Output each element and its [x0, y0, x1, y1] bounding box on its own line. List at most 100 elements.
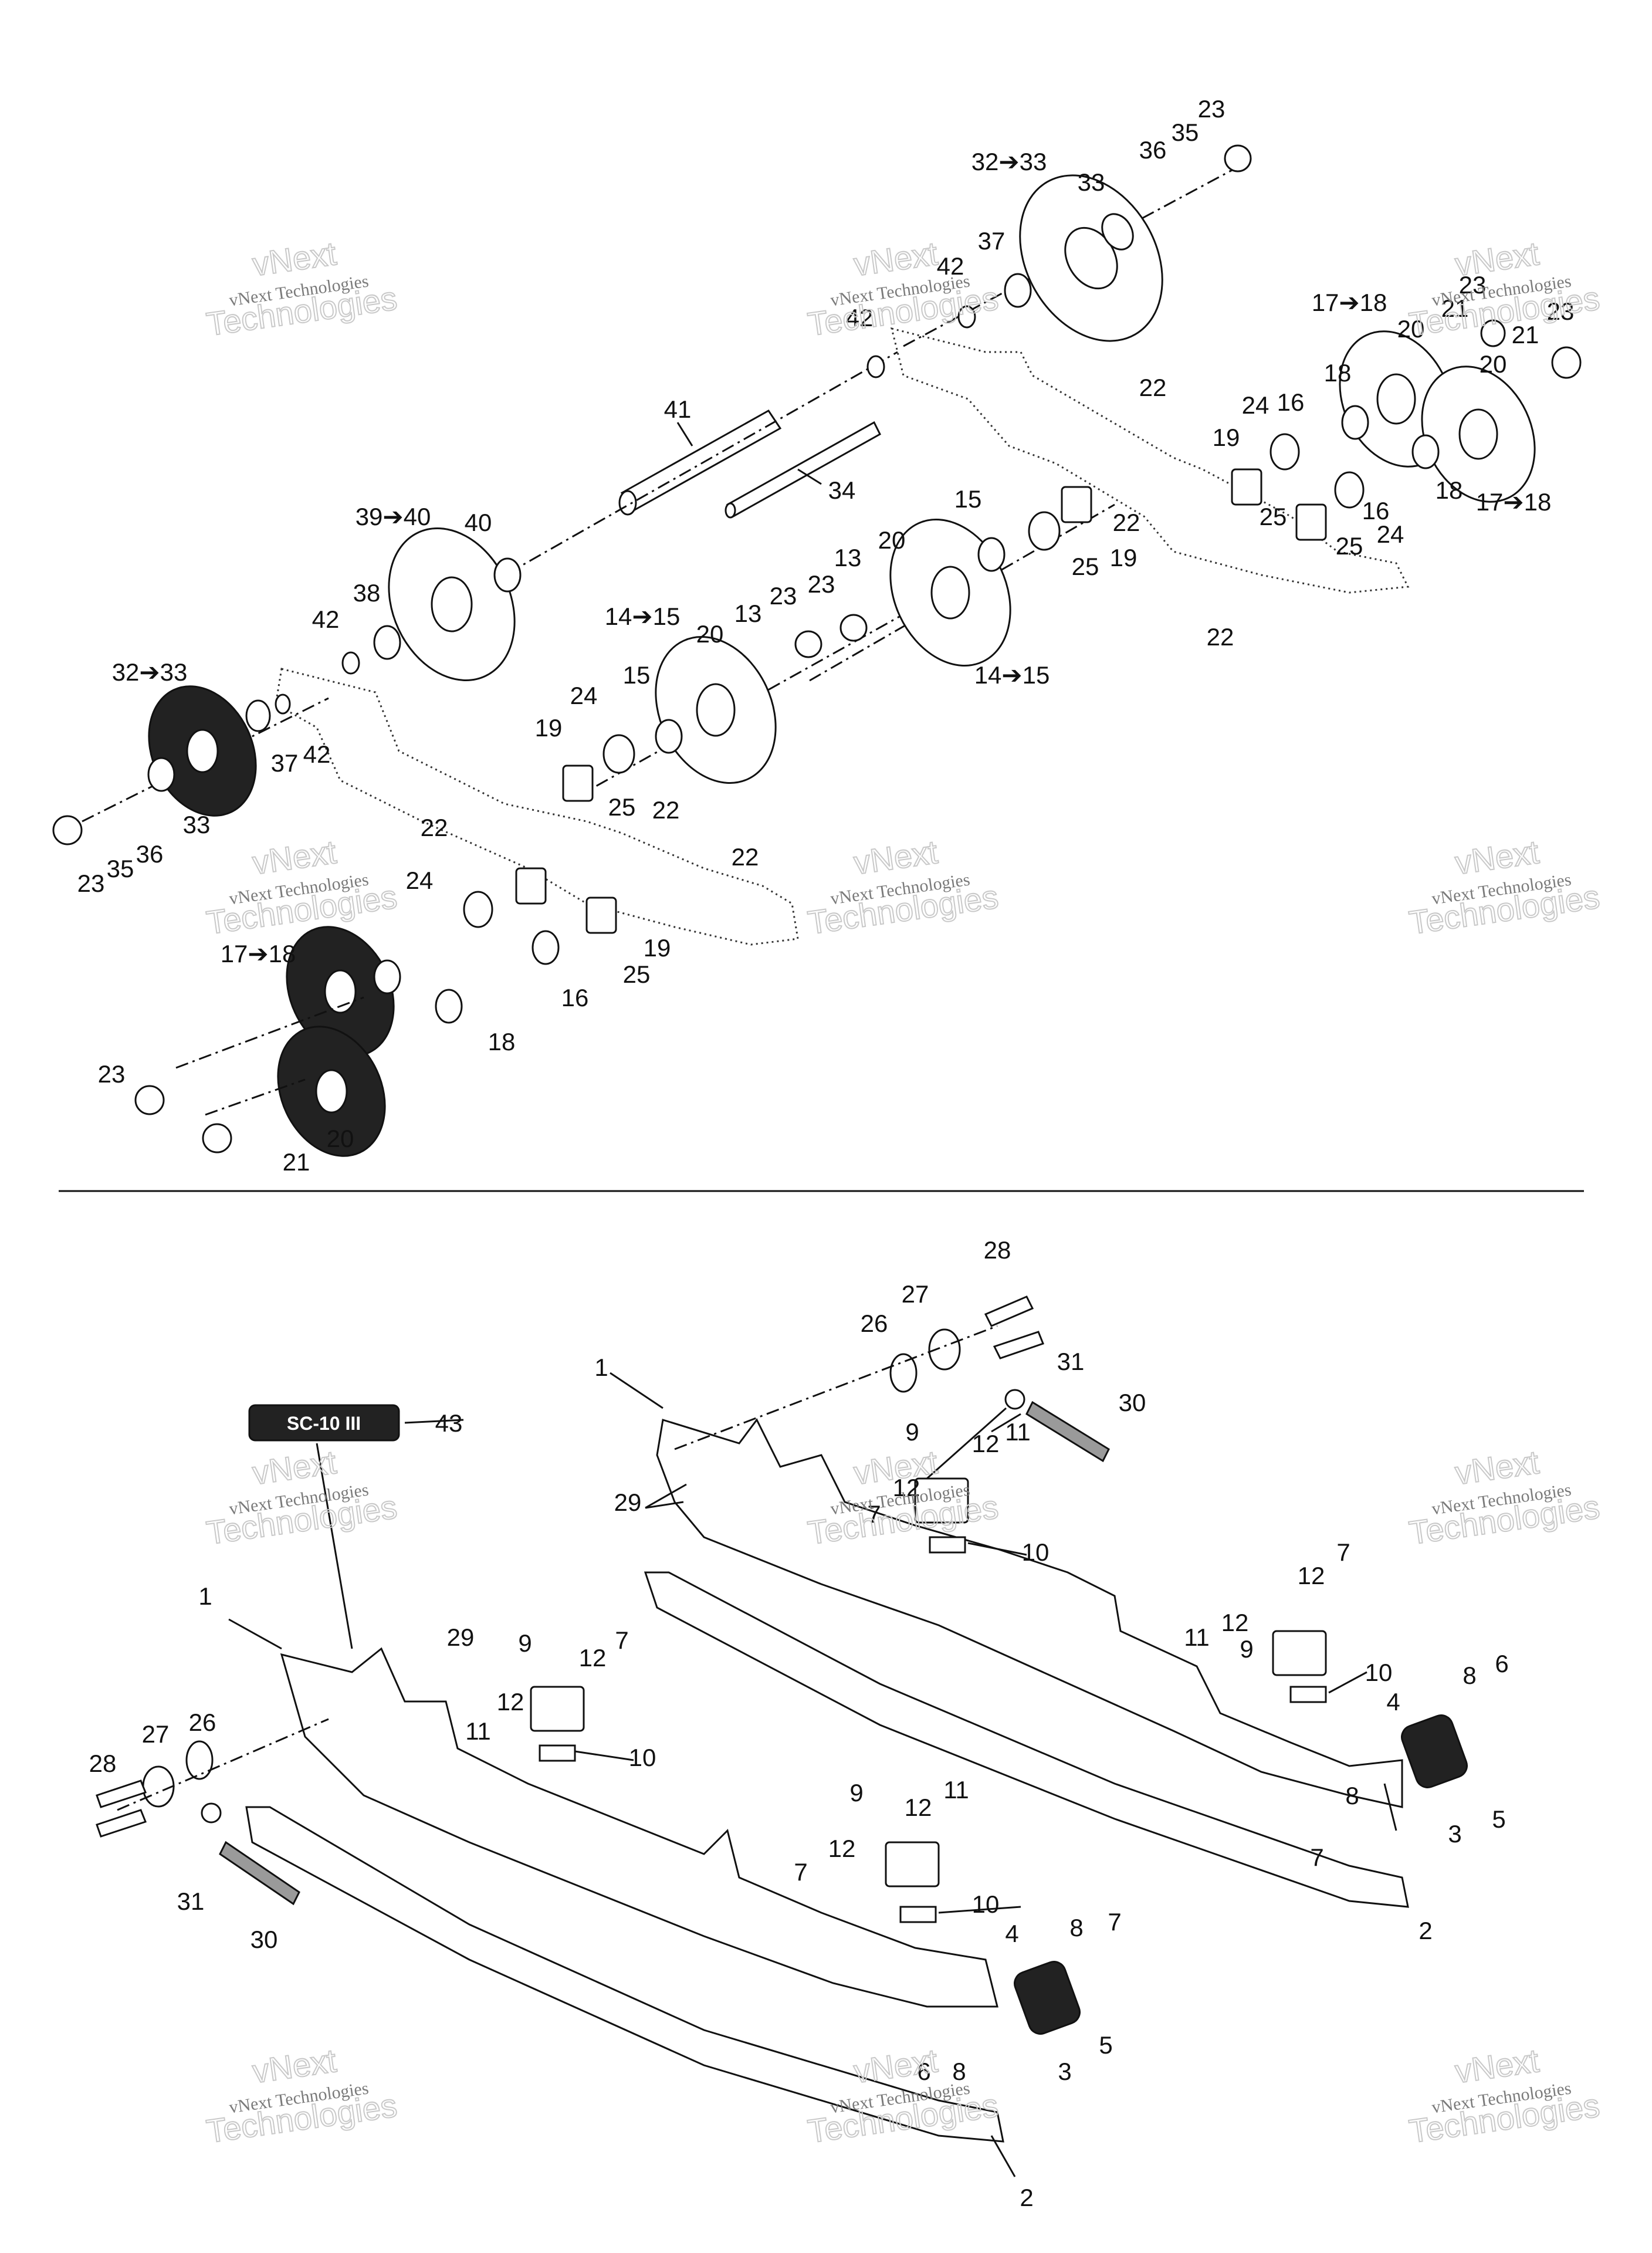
callout: 34: [828, 476, 856, 504]
cap-23-right-b: [1551, 346, 1582, 379]
watermark: vNext vNext Technologies Technologies: [1406, 234, 1602, 343]
callout: 32➔33: [971, 148, 1047, 175]
bolt-28-right-a: [984, 1295, 1034, 1327]
bracket-19-left-c: [585, 897, 617, 934]
left-slide: [245, 1806, 1004, 2143]
plate-26-right: [889, 1353, 918, 1393]
watermark-text: vNext: [851, 235, 940, 283]
wheel-39-left: [388, 527, 516, 681]
plate-26-left: [185, 1740, 214, 1780]
emblem-leader: [316, 1443, 353, 1649]
bearing-40-left: [493, 557, 522, 593]
upper-assembly: [52, 144, 1582, 1157]
wheel-14-mid-left: [655, 636, 777, 784]
callout: 36: [136, 840, 164, 868]
callout: 22: [1139, 374, 1167, 401]
callout: 15: [623, 661, 651, 689]
watermark-text: vNext: [250, 833, 338, 881]
callout: 25: [623, 960, 651, 988]
callout: 23: [1459, 271, 1487, 299]
watermark: vNext vNext Technologies Technologies: [204, 2041, 400, 2150]
end-block-5-left: [1014, 1961, 1081, 2035]
bearing-15-b: [655, 719, 683, 754]
bearing-18-left-a: [373, 959, 401, 994]
cap-23-mid-a: [794, 630, 822, 658]
callout: 12: [579, 1644, 607, 1672]
callout: 29: [614, 1489, 642, 1516]
callout: 23: [1198, 95, 1226, 123]
bearing-16-left: [532, 930, 560, 965]
callout: 28: [984, 1236, 1011, 1264]
callout: 17➔18: [1312, 289, 1387, 316]
callout: 28: [89, 1750, 117, 1777]
left-rail-frame: [275, 668, 799, 946]
bolt-28-left-b: [96, 1809, 147, 1838]
callout: 41: [664, 395, 692, 423]
end-block-5-right: [1401, 1714, 1468, 1788]
callout: 18: [1436, 476, 1463, 504]
callout: 17➔18: [221, 940, 296, 967]
lower-assembly: SC-10 III: [96, 1295, 1468, 2143]
bearing-24-right: [1270, 433, 1300, 471]
callout: 11: [465, 1717, 491, 1745]
bracket-19-right-a: [1231, 468, 1262, 506]
callout: 18: [1324, 359, 1352, 387]
callout: 10: [1022, 1538, 1050, 1566]
callout: 12: [1298, 1562, 1325, 1589]
callout: 24: [1242, 391, 1270, 419]
callout: 4: [1005, 1920, 1018, 1947]
bracket-19-left-b: [515, 867, 547, 905]
callout: 42: [312, 605, 340, 633]
callout: 21: [1441, 295, 1469, 322]
callout: 31: [177, 1887, 205, 1915]
washer-42-top: [957, 305, 976, 329]
callout: 29: [447, 1623, 475, 1651]
pad-10-left-bottom: [899, 1906, 937, 1923]
callout: 20: [1480, 350, 1507, 378]
bracket-19-left: [562, 764, 594, 802]
callout: 24: [406, 867, 434, 894]
callout: 6: [1495, 1650, 1508, 1677]
slider-9-left-top: [530, 1686, 585, 1732]
watermark-text: vNext: [1453, 235, 1541, 283]
callout: 14➔15: [605, 603, 681, 630]
callout: 27: [902, 1280, 929, 1308]
spacer-38: [373, 625, 401, 660]
shaft-34: [725, 421, 881, 519]
bearing-24-right-b: [1334, 471, 1365, 509]
callout: 42: [937, 252, 964, 280]
watermark-text: vNext: [250, 235, 338, 283]
right-rail-frame: [890, 327, 1410, 594]
callout: 19: [1110, 544, 1138, 571]
washer-42-left: [341, 651, 360, 675]
watermark: vNext vNext Technologies Technologies: [204, 833, 400, 942]
callout: 11: [1184, 1623, 1210, 1651]
callout: 24: [1377, 520, 1404, 548]
callout: 2: [1419, 1917, 1432, 1944]
callout: 12: [905, 1794, 932, 1821]
right-slide: [644, 1571, 1409, 1908]
cap-23-bottom-a: [134, 1085, 165, 1115]
callout: 13: [734, 600, 762, 627]
washer-42-mid: [866, 355, 885, 378]
callout: 22: [1113, 509, 1140, 536]
emblem-text: SC-10 III: [287, 1413, 361, 1434]
callout: 43: [435, 1409, 463, 1437]
bolt-30-right: [1025, 1400, 1110, 1463]
callout: 11: [1005, 1418, 1031, 1446]
callout: 8: [1069, 1914, 1083, 1941]
callout: 19: [535, 714, 563, 742]
callout: 26: [189, 1709, 216, 1736]
watermark-text: vNext: [250, 2042, 338, 2090]
callout: 22: [732, 843, 759, 871]
callout: 32➔33: [112, 658, 188, 686]
callout: 9: [1240, 1635, 1253, 1663]
callout: 38: [353, 579, 381, 607]
callout: 21: [283, 1148, 310, 1176]
callout: 17➔18: [1476, 488, 1552, 516]
bearing-18-a: [1341, 405, 1369, 440]
bearing-33-left: [147, 757, 175, 792]
callout: 25: [1336, 532, 1363, 560]
watermark: vNext vNext Technologies Technologies: [1406, 1443, 1602, 1552]
callout: 12: [893, 1474, 920, 1501]
